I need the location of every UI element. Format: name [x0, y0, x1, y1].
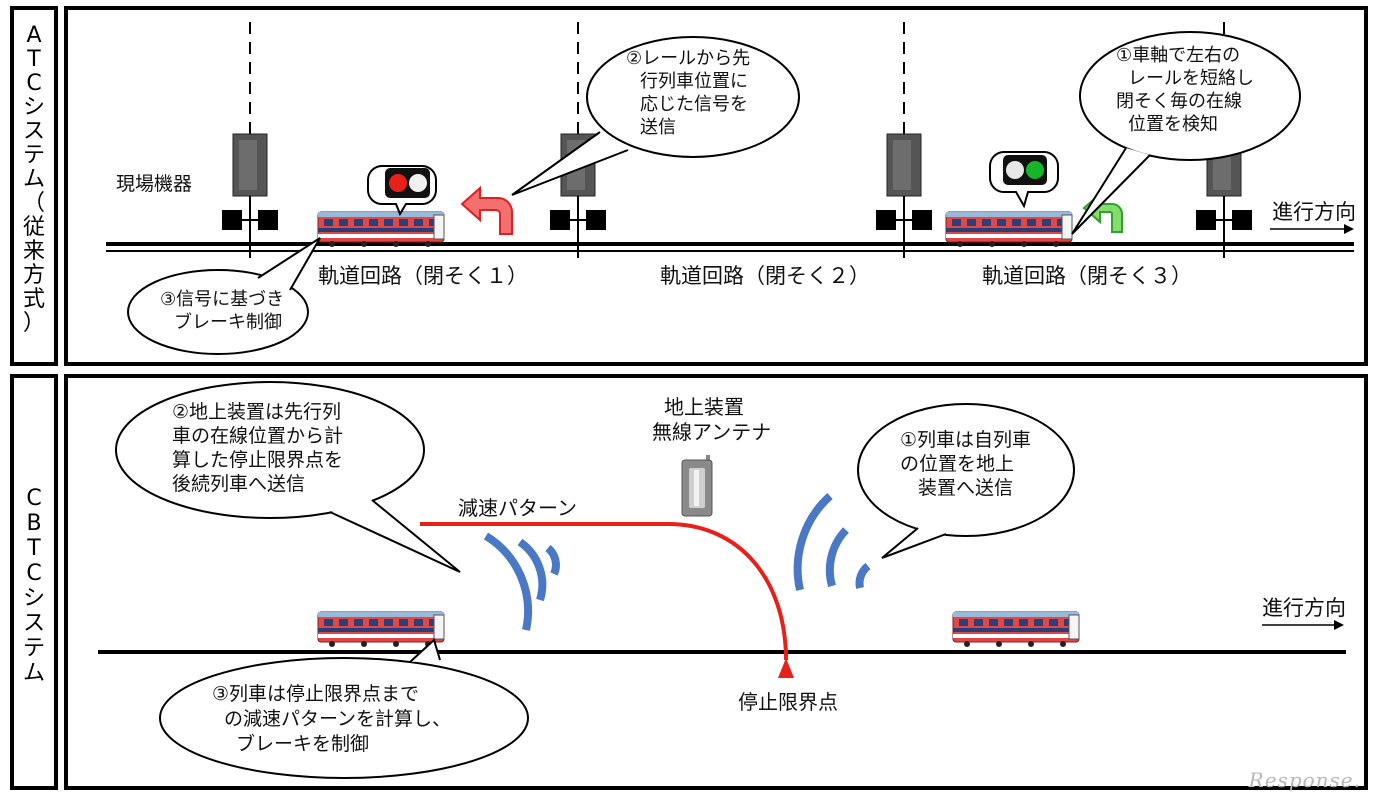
atc-direction-arrowhead: [1344, 224, 1354, 234]
circuit-label-1: 軌道回路（閉そく１）: [318, 264, 528, 288]
side-label-char: 来: [22, 239, 45, 264]
radio-waves-left-icon: [483, 532, 560, 631]
stop-point-label: 停止限界点: [738, 690, 838, 714]
side-label-char: ）: [22, 311, 45, 336]
atc-bubble-2: [586, 36, 800, 158]
stop-point-marker: [778, 658, 794, 678]
deceleration-pattern-label: 減速パターン: [458, 496, 577, 520]
circuit-label-2: 軌道回路（閉そく２）: [660, 264, 870, 288]
side-label-char: B: [26, 511, 42, 536]
side-label-char: （: [22, 191, 45, 216]
cbtc-direction-arrowhead: [1334, 620, 1344, 630]
wayside-equipment-icon: [222, 22, 278, 258]
deceleration-pattern-curve: [420, 522, 788, 661]
side-label-char: ム: [22, 661, 45, 686]
atc-label-frame: [10, 6, 58, 366]
side-label-char: ス: [22, 611, 45, 636]
side-label-char: シ: [22, 586, 45, 611]
cbtc-bubble-2: [115, 381, 425, 519]
side-label-char: C: [26, 71, 42, 96]
side-label-char: ム: [22, 167, 45, 192]
side-label-char: T: [27, 536, 41, 561]
side-label-char: ス: [22, 119, 45, 144]
antenna-label: 地上装置無線アンテナ: [652, 395, 772, 444]
side-label-char: 従: [22, 215, 45, 240]
cbtc-bubble-3-text: ③列車は停止限界点までの減速パターンを計算し、 ブレーキを制御: [212, 683, 452, 755]
atc-bubble-1-text: ①車軸で左右のレールを短絡し 閉そく毎の在線位置を検知: [1116, 45, 1254, 135]
side-label-char: C: [26, 561, 42, 586]
cbtc-train-2: [952, 611, 1080, 647]
atc-bubble-1: [1079, 31, 1301, 161]
atc-direction-label: 進行方向: [1272, 200, 1356, 224]
cbtc-label-frame: [10, 374, 58, 790]
circuit-label-3: 軌道回路（閉そく３）: [982, 264, 1192, 288]
wayside-equipment-icon: [876, 22, 932, 258]
cbtc-bubble-2-text: ②地上装置は先行列車の在線位置から計 算した停止限界点を後続列車へ送信: [172, 401, 344, 495]
cbtc-bubble-1-text: ①列車は自列車の位置を地上 装置へ送信: [900, 429, 1032, 499]
atc-bubble-3: [127, 269, 309, 355]
response-watermark-logo: Response.: [1248, 768, 1361, 792]
side-label-char: シ: [22, 95, 45, 120]
red-arrow-icon: [460, 185, 513, 235]
side-label-char: テ: [22, 143, 45, 168]
atc-bubble-3-text: ③信号に基づきブレーキ制御: [160, 289, 285, 333]
cbtc-bubble-3: [159, 657, 529, 779]
side-label-char: T: [27, 47, 41, 72]
signal-red-icon: [367, 165, 437, 217]
cbtc-direction-label: 進行方向: [1262, 596, 1346, 620]
atc-train-2: [945, 211, 1073, 247]
signal-green-icon: [989, 151, 1059, 209]
field-equipment-label: 現場機器: [116, 173, 193, 195]
atc-train-1: [317, 211, 445, 247]
side-label-char: A: [26, 23, 42, 48]
side-label-char: 式: [22, 287, 45, 312]
cbtc-train-1: [317, 611, 445, 647]
atc-bubble-2-text: ②レールから先行列車位置に 応じた信号を送信: [626, 48, 751, 138]
radio-waves-right-icon: [793, 493, 871, 591]
side-label-char: テ: [22, 636, 45, 661]
radio-antenna-icon: [681, 455, 713, 517]
side-label-char: C: [26, 486, 42, 511]
side-label-char: 方: [22, 263, 45, 288]
cbtc-bubble-1: [857, 403, 1075, 537]
